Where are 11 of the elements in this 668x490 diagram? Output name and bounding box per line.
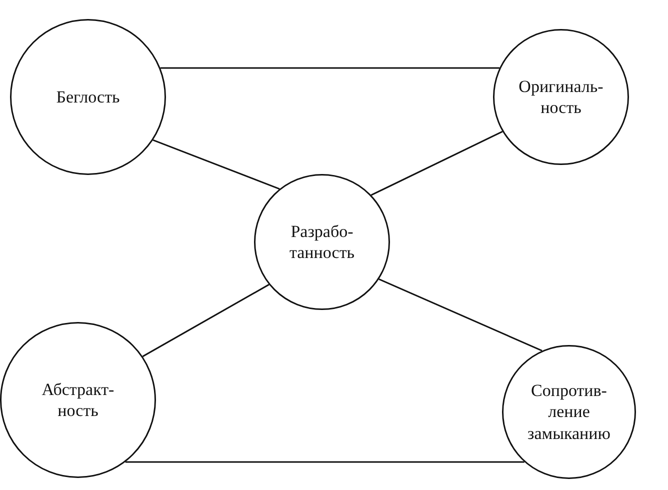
node-label: Оригиналь- ность	[518, 76, 604, 118]
connector-line	[370, 130, 503, 196]
node-label: Сопротив- ление замыканию	[526, 380, 612, 444]
connector-line	[142, 284, 270, 358]
connector-line	[160, 67, 500, 69]
node-label: Абстракт- ность	[40, 378, 116, 422]
node-label: Беглость	[55, 86, 121, 108]
connector-line	[378, 278, 542, 352]
connector-line	[125, 461, 524, 463]
connector-line	[152, 139, 280, 190]
node-label: Разрабо- танность	[288, 220, 356, 264]
